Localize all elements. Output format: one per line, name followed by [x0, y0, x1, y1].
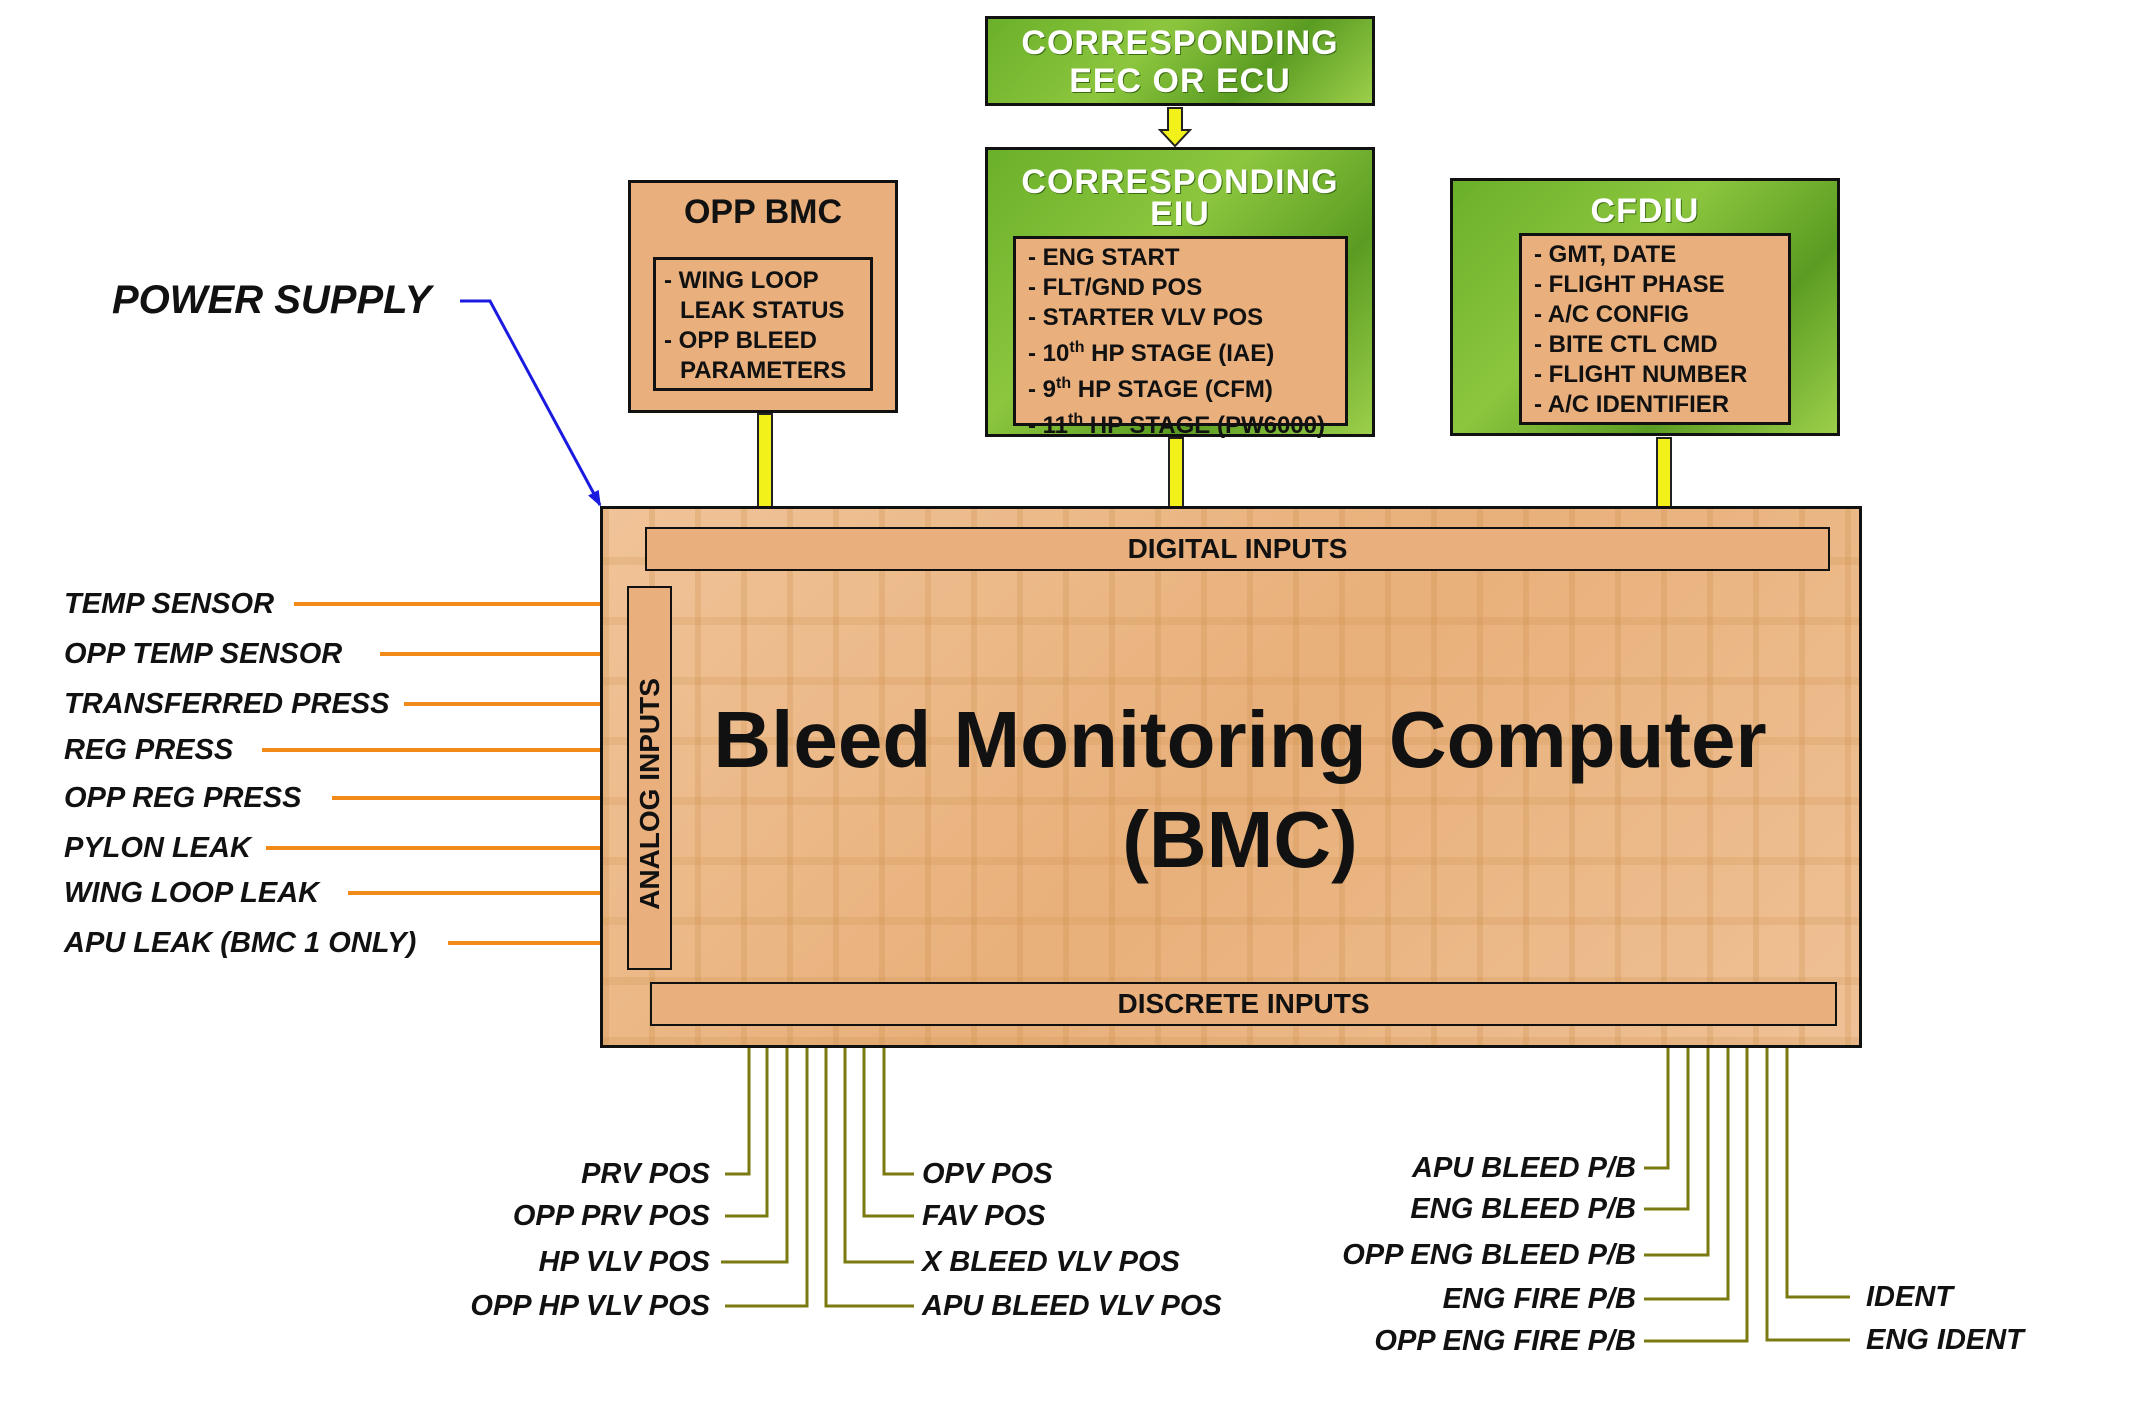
analog-signal-label: TRANSFERRED PRESS [64, 688, 390, 720]
cfdiu-item: - FLIGHT PHASE [1534, 271, 1725, 298]
discrete-signal-label: IDENT [1866, 1281, 1953, 1313]
discrete-line [721, 1030, 798, 1264]
eiu-item: - ENG START [1028, 243, 1345, 273]
cfdiu-item: - A/C CONFIG [1534, 301, 1690, 328]
opp-bmc-item-text: PARAMETERS [680, 357, 847, 384]
opp-bmc-item-text: LEAK STATUS [680, 297, 845, 324]
eiu-title-line1: CORRESPONDING [1021, 163, 1339, 201]
discrete-line [1644, 1030, 1739, 1301]
opp-bmc-item: LEAK STATUS [664, 296, 870, 326]
eiu-item-text: HP STAGE (PW6000) [1083, 412, 1325, 439]
analog-inputs-bar [627, 586, 672, 970]
eiu-item: - FLT/GND POS [1028, 273, 1345, 303]
eiu-item-sup: th [1068, 411, 1084, 428]
cfdiu-item: - GMT, DATE [1534, 241, 1677, 268]
discrete-signal-label: HP VLV POS [538, 1246, 710, 1278]
eiu-item-text: HP STAGE (CFM) [1071, 376, 1273, 403]
discrete-line [843, 1030, 914, 1264]
eec-to-eiu-arrow [1157, 107, 1193, 148]
cfdiu-item: - A/C IDENTIFIER [1534, 391, 1730, 418]
eiu-item-text: - 10 [1028, 340, 1070, 367]
discrete-line [1644, 1030, 1758, 1343]
eec-ecu-box: CORRESPONDING EEC OR ECU [985, 16, 1375, 106]
discrete-line [725, 1030, 818, 1308]
discrete-signal-label: FAV POS [922, 1200, 1046, 1232]
discrete-line [824, 1030, 914, 1308]
opp-bmc-list: - WING LOOP LEAK STATUS - OPP BLEED PARA… [653, 257, 873, 391]
discrete-signal-label: ENG IDENT [1866, 1324, 2024, 1356]
power-supply-arrow [460, 299, 602, 507]
bmc-title-line1: Bleed Monitoring Computer [713, 695, 1767, 784]
bmc-title-line2: (BMC) [1122, 795, 1358, 884]
discrete-line [725, 1030, 778, 1218]
discrete-signal-label: OPP PRV POS [512, 1200, 710, 1232]
cfdiu-box: CFDIU - GMT, DATE - FLIGHT PHASE - A/C C… [1450, 178, 1840, 436]
eiu-item-text: - ENG START [1028, 244, 1180, 271]
analog-signal-label: TEMP SENSOR [64, 588, 275, 620]
eiu-item: - 11th HP STAGE (PW6000) [1028, 405, 1345, 441]
discrete-signal-label: OPP ENG FIRE P/B [1374, 1325, 1636, 1357]
digital-inputs-bar: DIGITAL INPUTS [645, 527, 1830, 571]
eiu-item: - 10th HP STAGE (IAE) [1028, 333, 1345, 369]
cfdiu-title: CFDIU [1590, 192, 1700, 230]
bmc-box [600, 506, 1862, 1048]
eiu-box: CORRESPONDING EIU - ENG START - FLT/GND … [985, 147, 1375, 439]
eec-title-line2: EEC OR ECU [1069, 62, 1291, 100]
cfdiu-list: - GMT, DATE - FLIGHT PHASE - A/C CONFIG … [1519, 233, 1791, 425]
power-supply-label: POWER SUPPLY [112, 278, 432, 322]
bmc-title: Bleed Monitoring Computer (BMC) [660, 690, 1820, 890]
eiu-item-text: - FLT/GND POS [1028, 274, 1203, 301]
eiu-item-text: - 9 [1028, 376, 1057, 403]
analog-signal-label: OPP REG PRESS [64, 782, 302, 814]
eiu-title-line2: EIU [1150, 195, 1210, 233]
analog-signal-label: PYLON LEAK [64, 832, 251, 864]
discrete-line [1785, 1030, 1850, 1299]
discrete-signal-label: APU BLEED VLV POS [922, 1290, 1222, 1322]
discrete-signal-label: OPP ENG BLEED P/B [1342, 1239, 1636, 1271]
eec-title-line1: CORRESPONDING [1021, 24, 1339, 62]
opp-bmc-item: - WING LOOP [664, 267, 819, 294]
discrete-inputs-bar: DISCRETE INPUTS [650, 982, 1837, 1026]
analog-signal-label: APU LEAK (BMC 1 ONLY) [64, 927, 417, 959]
eiu-item-text: HP STAGE (IAE) [1084, 340, 1275, 367]
analog-signal-label: REG PRESS [64, 734, 234, 766]
opp-bmc-item: - OPP BLEED [664, 327, 817, 354]
opp-bmc-item: PARAMETERS [664, 356, 870, 386]
opp-bmc-title: OPP BMC [683, 193, 843, 231]
discrete-signal-label: ENG BLEED P/B [1410, 1193, 1636, 1225]
discrete-line [1644, 1030, 1719, 1257]
eiu-list: - ENG START - FLT/GND POS - STARTER VLV … [1013, 236, 1348, 439]
eiu-item-sup: th [1069, 339, 1085, 356]
discrete-line [882, 1030, 914, 1176]
eiu-item: - STARTER VLV POS [1028, 303, 1345, 333]
opp-bmc-box: OPP BMC - WING LOOP LEAK STATUS - OPP BL… [628, 180, 898, 413]
eiu-item: - 9th HP STAGE (CFM) [1028, 369, 1345, 405]
discrete-signal-lines [721, 1030, 1850, 1343]
discrete-signal-label: APU BLEED P/B [1412, 1152, 1636, 1184]
discrete-signal-label: ENG FIRE P/B [1442, 1283, 1636, 1315]
discrete-line [862, 1030, 914, 1218]
discrete-line [1644, 1030, 1679, 1170]
discrete-line [1765, 1030, 1850, 1342]
discrete-signal-label: OPP HP VLV POS [470, 1290, 710, 1322]
discrete-signal-label: OPV POS [922, 1158, 1053, 1190]
discrete-line [725, 1030, 760, 1176]
eiu-item-text: - STARTER VLV POS [1028, 304, 1264, 331]
analog-signal-arrows [262, 599, 624, 948]
cfdiu-item: - FLIGHT NUMBER [1534, 361, 1748, 388]
eiu-item-text: - 11 [1028, 412, 1069, 439]
analog-signal-label: OPP TEMP SENSOR [64, 638, 343, 670]
cfdiu-item: - BITE CTL CMD [1534, 331, 1718, 358]
analog-signal-label: WING LOOP LEAK [64, 877, 320, 909]
discrete-signal-label: X BLEED VLV POS [922, 1246, 1180, 1278]
discrete-line [1644, 1030, 1699, 1211]
eiu-item-sup: th [1056, 375, 1072, 392]
discrete-signal-label: PRV POS [581, 1158, 710, 1190]
